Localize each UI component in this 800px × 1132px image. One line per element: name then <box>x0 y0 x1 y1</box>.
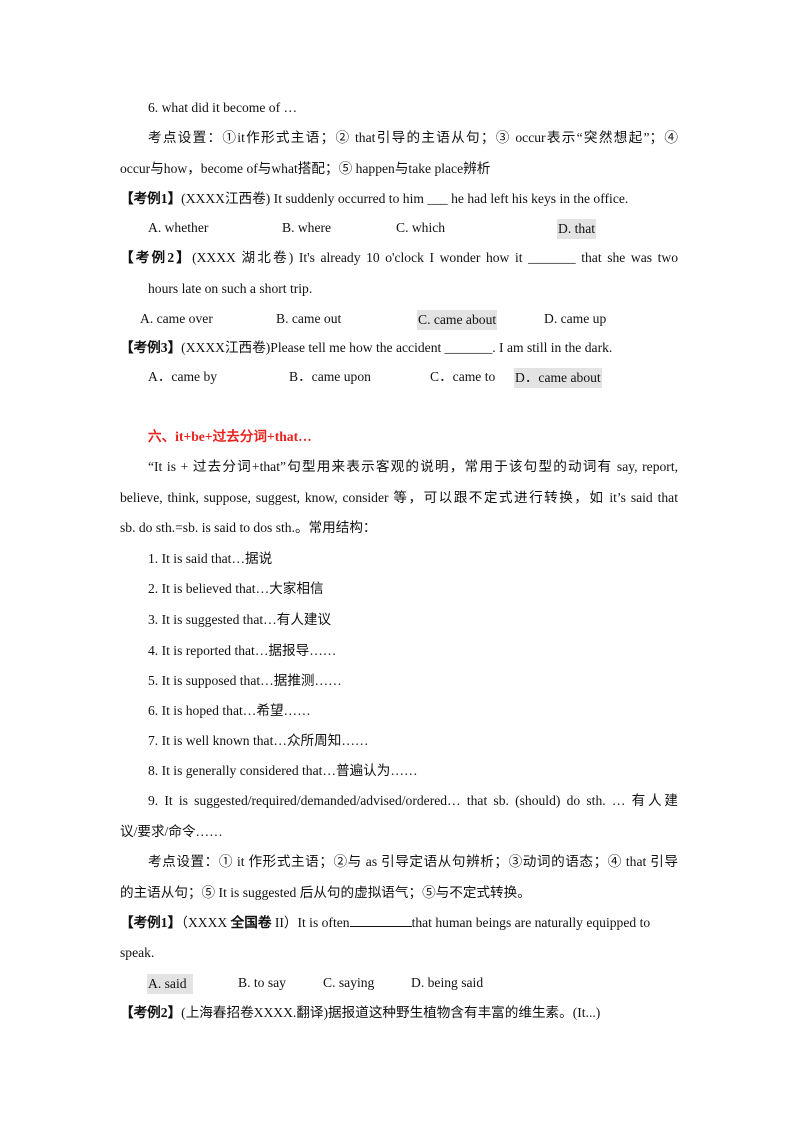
option-c: C. saying <box>323 975 375 990</box>
intro-line-3: sb. do sth.=sb. is said to dos sth.。常用结构… <box>120 520 377 535</box>
points-line-1: 考点设置：①it作形式主语；② that引导的主语从句；③ occur表示“突然… <box>148 130 678 145</box>
example-tag: 【考例1】 <box>120 915 182 930</box>
list-item: 1. It is said that…据说 <box>148 551 273 566</box>
example-source: （XXXX <box>181 915 231 930</box>
option-a: A. came over <box>140 311 213 326</box>
example-text: (上海春招卷XXXX.翻译)据报道这种野生植物含有丰富的维生素。(It...) <box>181 1005 601 1020</box>
list-item: 3. It is suggested that…有人建议 <box>148 612 332 627</box>
list-item: 5. It is supposed that…据推测…… <box>148 673 342 688</box>
options-row: A．came by B．came upon C．came to D．came a… <box>0 368 800 388</box>
list-item: 6. It is hoped that…希望…… <box>148 703 311 718</box>
points-line-2: 的主语从句；⑤ It is suggested 后从句的虚拟语气；⑤与不定式转换… <box>120 885 531 900</box>
list-item: 7. It is well known that…众所周知…… <box>148 733 369 748</box>
example-text: (XXXX江西卷) It suddenly occurred to him __… <box>181 191 629 206</box>
example-1: 【考例1】(XXXX江西卷) It suddenly occurred to h… <box>120 190 628 208</box>
option-b: B. where <box>282 220 332 235</box>
example-1-continued: speak. <box>120 945 155 960</box>
example-3: 【考例3】(XXXX江西卷)Please tell me how the acc… <box>120 339 612 357</box>
example-text: (XXXX江西卷)Please tell me how the accident… <box>181 340 613 355</box>
option-d-answer: D. that <box>557 219 596 239</box>
points-line-2: occur与how，become of与what搭配；⑤ happen与take… <box>120 161 491 176</box>
example-1: 【考例1】（XXXX 全国卷 II）It is often that human … <box>120 914 650 932</box>
option-d: D. being said <box>411 975 484 990</box>
example-tag: 【考例2】 <box>120 1005 182 1020</box>
points-line-1: 考点设置：① it 作形式主语；②与 as 引导定语从句辨析；③动词的语态；④ … <box>148 854 678 869</box>
example-text: that human beings are naturally equipped… <box>411 915 651 930</box>
list-item: 8. It is generally considered that…普遍认为…… <box>148 763 418 778</box>
example-text: (XXXX 湖北卷) It's already 10 o'clock I won… <box>192 250 679 265</box>
option-a-answer: A. said <box>147 974 193 994</box>
option-c-answer: C. came about <box>417 310 498 330</box>
list-item: 2. It is believed that…大家相信 <box>148 581 324 596</box>
option-d-answer: D．came about <box>514 368 602 388</box>
list-item: 4. It is reported that…据报导…… <box>148 643 337 658</box>
option-c: C．came to <box>430 369 496 384</box>
option-a: A. whether <box>148 220 209 235</box>
example-tag: 【考例3】 <box>120 340 182 355</box>
example-tag: 【考例2】 <box>120 250 193 265</box>
options-row: A. came over B. came out C. came about D… <box>0 310 800 330</box>
example-tag: 【考例1】 <box>120 191 182 206</box>
option-c: C. which <box>396 220 446 235</box>
options-row: A. whether B. where C. which D. that <box>0 219 800 239</box>
option-a: A．came by <box>148 369 218 384</box>
list-item-9: 9. It is suggested/required/demanded/adv… <box>148 793 678 808</box>
answer-blank <box>349 914 412 927</box>
intro-line-1: “It is + 过去分词+that”句型用来表示客观的说明，常用于该句型的动词… <box>148 459 678 474</box>
options-row: A. said B. to say C. saying D. being sai… <box>0 974 800 994</box>
example-source-rest: II）It is often <box>271 915 350 930</box>
example-source-bold: 全国卷 <box>230 915 272 930</box>
option-b: B．came upon <box>289 369 371 384</box>
example-2: 【考例2】(XXXX 湖北卷) It's already 10 o'clock … <box>120 249 678 267</box>
intro-line-2: believe, think, suppose, suggest, know, … <box>120 490 678 505</box>
option-b: B. to say <box>238 975 286 990</box>
example-2-continued: hours late on such a short trip. <box>148 281 313 296</box>
example-2: 【考例2】(上海春招卷XXXX.翻译)据报道这种野生植物含有丰富的维生素。(It… <box>120 1004 600 1022</box>
list-item-9-continued: 议/要求/命令…… <box>120 824 223 839</box>
option-b: B. came out <box>276 311 342 326</box>
section-heading: 六、it+be+过去分词+that… <box>148 429 312 444</box>
option-d: D. came up <box>544 311 607 326</box>
section-heading: 6. what did it become of … <box>148 100 298 115</box>
